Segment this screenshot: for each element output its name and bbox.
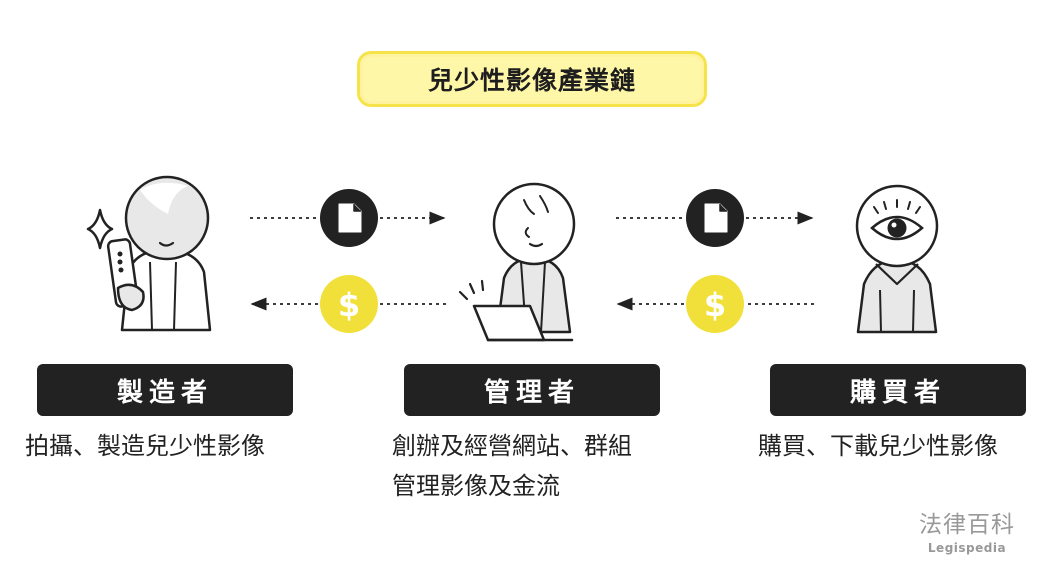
desc-line: 創辦及經營網站、群組: [392, 432, 632, 460]
role-desc-producer: 拍攝、製造兒少性影像: [25, 426, 265, 466]
manager-figure: [458, 182, 576, 342]
brand-name-en: Legispedia: [927, 541, 1007, 555]
brand-logo: 法律百科 Legispedia: [905, 505, 1029, 555]
brand-name-zh: 法律百科: [919, 512, 1015, 538]
role-label-buyer: 購買者: [770, 364, 1026, 416]
eye-icon: [870, 199, 924, 241]
buyer-figure: [855, 184, 939, 334]
flow-money-left: $: [250, 275, 446, 333]
flow-document-left: [250, 189, 446, 247]
desc-line: 拍攝、製造兒少性影像: [25, 432, 265, 460]
dollar-symbol: $: [338, 286, 360, 324]
flow-document-right: [616, 189, 814, 247]
document-icon: [704, 203, 728, 233]
flow-money-right: $: [616, 275, 814, 333]
role-desc-buyer: 購買、下載兒少性影像: [758, 426, 998, 466]
desc-line: 管理影像及金流: [392, 472, 560, 500]
producer-figure: [86, 175, 212, 332]
desc-line: 購買、下載兒少性影像: [758, 432, 998, 460]
role-label-producer: 製造者: [37, 364, 293, 416]
dollar-symbol: $: [704, 286, 726, 324]
page-title: 兒少性影像產業鏈: [427, 66, 636, 95]
role-desc-manager: 創辦及經營網站、群組 管理影像及金流: [392, 426, 632, 506]
sparkle-icon: [86, 208, 114, 250]
title-box: 兒少性影像產業鏈: [357, 51, 707, 107]
role-label-manager: 管理者: [404, 364, 660, 416]
dollar-coin-icon: [320, 275, 378, 333]
document-icon: [338, 203, 362, 233]
dollar-coin-icon: [686, 275, 744, 333]
